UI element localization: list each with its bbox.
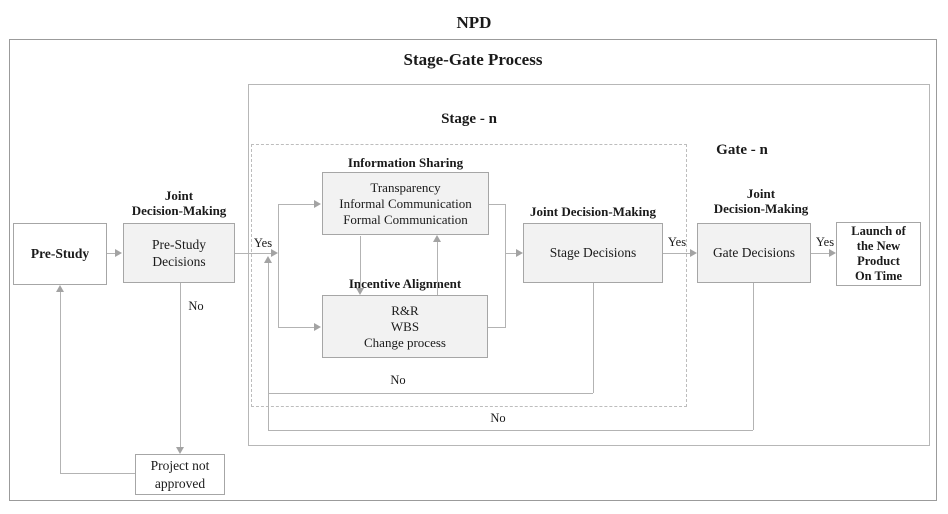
arrowhead-down xyxy=(176,447,184,454)
joint-decision-making-line: Decision-Making xyxy=(131,203,227,218)
yes-label-prestudy: Yes xyxy=(253,236,273,250)
joint-decision-making-label-stage: Joint Decision-Making xyxy=(529,204,657,219)
stage-gate-process-title: Stage-Gate Process xyxy=(403,50,543,69)
connector-prestudy-no-down xyxy=(180,283,181,447)
joint-decision-making-label-gate: Joint Decision-Making xyxy=(701,186,821,216)
connector-incentive-out xyxy=(488,327,506,328)
stage-gate-process-box xyxy=(9,39,937,501)
npd-title: NPD xyxy=(456,13,492,32)
connector-infosharing-out xyxy=(489,204,506,205)
connector-stage-no-down xyxy=(593,283,594,393)
pre-study-box: Pre-Study xyxy=(13,223,107,285)
gate-decisions-label: Gate Decisions xyxy=(712,245,796,260)
connector-to-stage-decisions xyxy=(505,253,517,254)
no-label-gate: No xyxy=(490,411,506,425)
arrowhead-right xyxy=(115,249,122,257)
information-sharing-line: Formal Communication xyxy=(343,211,468,227)
connector-gate-no-horizontal xyxy=(268,430,753,431)
connector-merge-vertical xyxy=(505,204,506,328)
connector-stage-yes xyxy=(663,253,690,254)
connector-project-return-horizontal xyxy=(60,473,135,474)
stage-n-dashed-box xyxy=(251,144,687,407)
connector-no-return-up xyxy=(268,263,269,430)
gate-decisions-box: Gate Decisions xyxy=(697,223,811,283)
connector-prestudy-to-decisions xyxy=(107,253,116,254)
arrowhead-right xyxy=(829,249,836,257)
arrowhead-right xyxy=(314,200,321,208)
stage-n-label: Stage - n xyxy=(441,111,497,127)
connector-project-return-up xyxy=(60,292,61,473)
connector-incentive-up xyxy=(437,242,438,295)
connector-gate-no-down xyxy=(753,283,754,430)
joint-decision-making-line: Decision-Making xyxy=(713,201,809,216)
stage-decisions-box: Stage Decisions xyxy=(523,223,663,283)
connector-splitter-vertical xyxy=(278,204,279,328)
connector-stage-no-horizontal xyxy=(268,393,593,394)
incentive-alignment-label: Incentive Alignment xyxy=(348,276,462,291)
arrowhead-up xyxy=(264,256,272,263)
pre-study-decisions-line: Decisions xyxy=(152,254,206,269)
no-label-stage: No xyxy=(390,373,406,387)
pre-study-decisions-box: Pre-Study Decisions xyxy=(123,223,235,283)
gate-n-label: Gate - n xyxy=(716,142,768,158)
yes-label-stage: Yes xyxy=(667,235,687,249)
launch-line: On Time xyxy=(854,269,903,283)
incentive-alignment-box: R&R WBS Change process xyxy=(322,295,488,358)
connector-to-information-sharing xyxy=(278,204,315,205)
connector-decisions-yes xyxy=(235,253,271,254)
connector-infosharing-down xyxy=(360,236,361,289)
joint-decision-making-line: Joint xyxy=(164,188,194,203)
arrowhead-right xyxy=(690,249,697,257)
arrowhead-up xyxy=(433,235,441,242)
arrowhead-right xyxy=(516,249,523,257)
launch-line: Product xyxy=(857,254,900,268)
no-label-prestudy: No xyxy=(188,299,204,313)
incentive-alignment-line: Change process xyxy=(364,334,446,350)
arrowhead-up xyxy=(56,285,64,292)
arrowhead-right xyxy=(314,323,321,331)
yes-label-gate: Yes xyxy=(815,235,835,249)
joint-decision-making-label-prestudy: Joint Decision-Making xyxy=(113,188,245,218)
project-not-approved-line: approved xyxy=(154,475,206,491)
connector-gate-yes xyxy=(811,253,829,254)
arrowhead-down xyxy=(356,288,364,295)
information-sharing-line: Transparency xyxy=(370,179,441,195)
information-sharing-box: Transparency Informal Communication Form… xyxy=(322,172,489,235)
pre-study-decisions-line: Pre-Study xyxy=(152,237,206,252)
launch-box: Launch of the New Product On Time xyxy=(836,222,921,286)
project-not-approved-box: Project not approved xyxy=(135,454,225,495)
launch-line: the New xyxy=(856,239,901,253)
connector-to-incentive-alignment xyxy=(278,327,315,328)
stage-gate-inner-box xyxy=(248,84,930,446)
pre-study-label: Pre-Study xyxy=(30,246,90,261)
incentive-alignment-line: WBS xyxy=(390,318,420,334)
launch-line: Launch of xyxy=(851,224,906,238)
incentive-alignment-line: R&R xyxy=(391,302,419,318)
project-not-approved-line: Project not xyxy=(150,457,210,473)
information-sharing-label: Information Sharing xyxy=(347,155,464,170)
stage-decisions-label: Stage Decisions xyxy=(549,245,637,260)
arrowhead-right xyxy=(271,249,278,257)
information-sharing-line: Informal Communication xyxy=(339,195,472,211)
joint-decision-making-line: Joint xyxy=(746,186,776,201)
